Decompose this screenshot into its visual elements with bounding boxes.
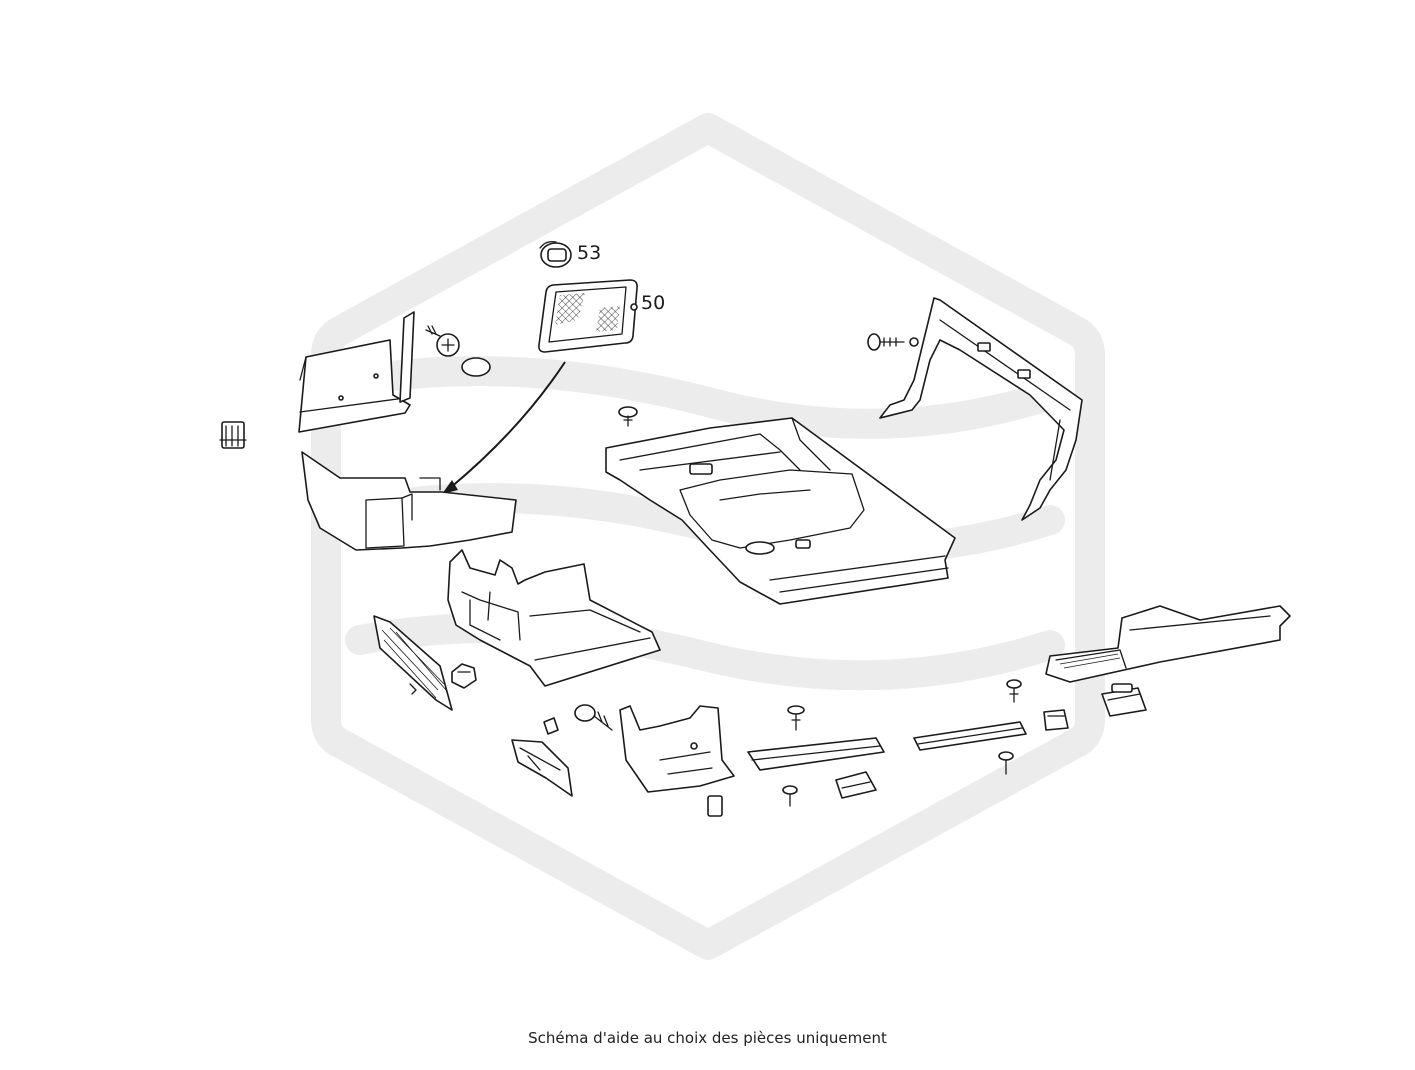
part-sill-strip-right[interactable] <box>913 721 1027 751</box>
part-50-grille[interactable]: 50 <box>538 279 665 353</box>
screw-frame[interactable] <box>867 333 919 351</box>
clip-left[interactable] <box>219 421 247 449</box>
clip-right-1[interactable] <box>1043 709 1069 731</box>
part-bracket-lower[interactable] <box>511 717 573 797</box>
part-left-trim-panel[interactable] <box>298 311 415 433</box>
part-sill-strip-left[interactable] <box>747 737 885 771</box>
callout-50: 50 <box>641 292 665 314</box>
part-53-plug[interactable]: 53 <box>539 240 601 268</box>
screw-lower[interactable] <box>574 704 613 731</box>
screw-and-cap[interactable] <box>425 325 491 377</box>
assembly-arrow <box>442 361 566 494</box>
push-pin-2[interactable] <box>782 785 798 807</box>
part-rear-frame[interactable] <box>879 297 1083 521</box>
clip-center-left[interactable] <box>451 663 477 689</box>
push-pin-4[interactable] <box>998 751 1014 775</box>
fastener-tray-top[interactable] <box>618 406 638 427</box>
push-pin-3[interactable] <box>1006 679 1022 703</box>
part-speaker-grille[interactable] <box>373 615 453 711</box>
clip-right-2[interactable] <box>1101 683 1147 717</box>
diagram-caption: Schéma d'aide au choix des pièces unique… <box>528 1029 887 1047</box>
callout-53: 53 <box>577 242 601 264</box>
part-left-side-panel[interactable] <box>301 451 517 551</box>
part-front-footwell-tray[interactable] <box>447 549 661 687</box>
part-rear-floor-tray[interactable] <box>605 417 956 605</box>
clip-center-sill[interactable] <box>835 771 877 799</box>
push-pin-1[interactable] <box>787 705 805 731</box>
part-lower-console[interactable] <box>619 705 735 817</box>
part-rear-side-trim[interactable] <box>1045 605 1291 683</box>
